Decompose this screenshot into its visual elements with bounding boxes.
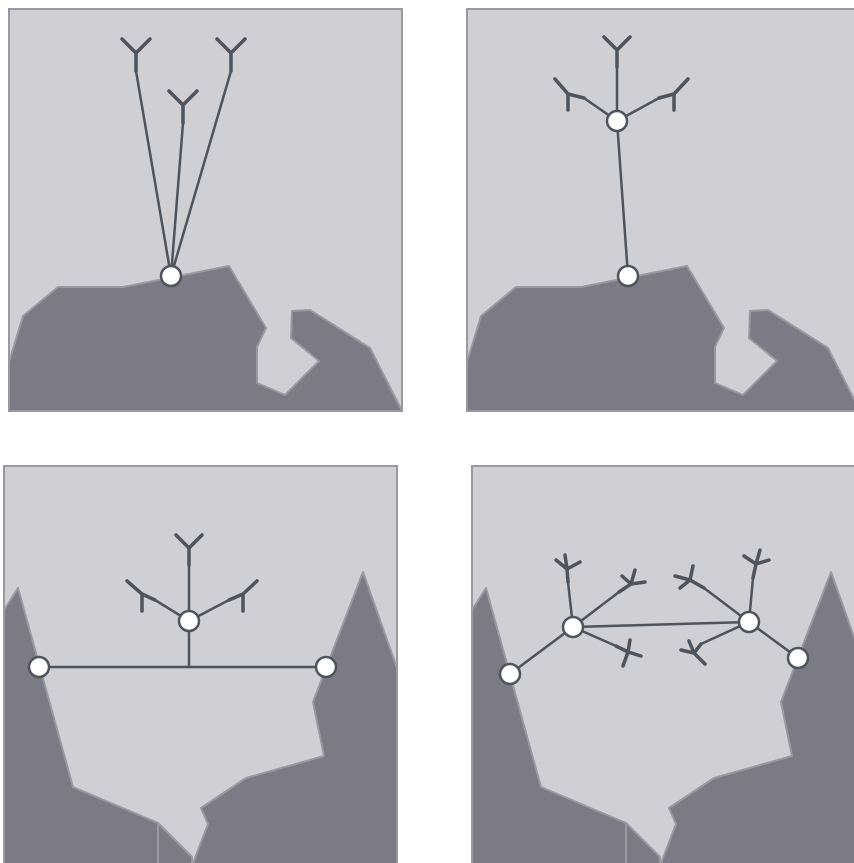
master-point-node — [316, 657, 336, 677]
master-point-node — [618, 266, 638, 286]
master-point-node — [29, 657, 49, 677]
master-point-node — [739, 612, 759, 632]
master-point-node — [563, 617, 583, 637]
master-point-node — [161, 266, 181, 286]
master-point-node — [500, 664, 520, 684]
panel-1 — [9, 9, 402, 411]
panel-3 — [4, 466, 397, 863]
master-point-node — [179, 611, 199, 631]
panel-2 — [467, 9, 854, 411]
master-point-node — [788, 648, 808, 668]
panel-4 — [472, 466, 854, 863]
master-point-node — [607, 111, 627, 131]
